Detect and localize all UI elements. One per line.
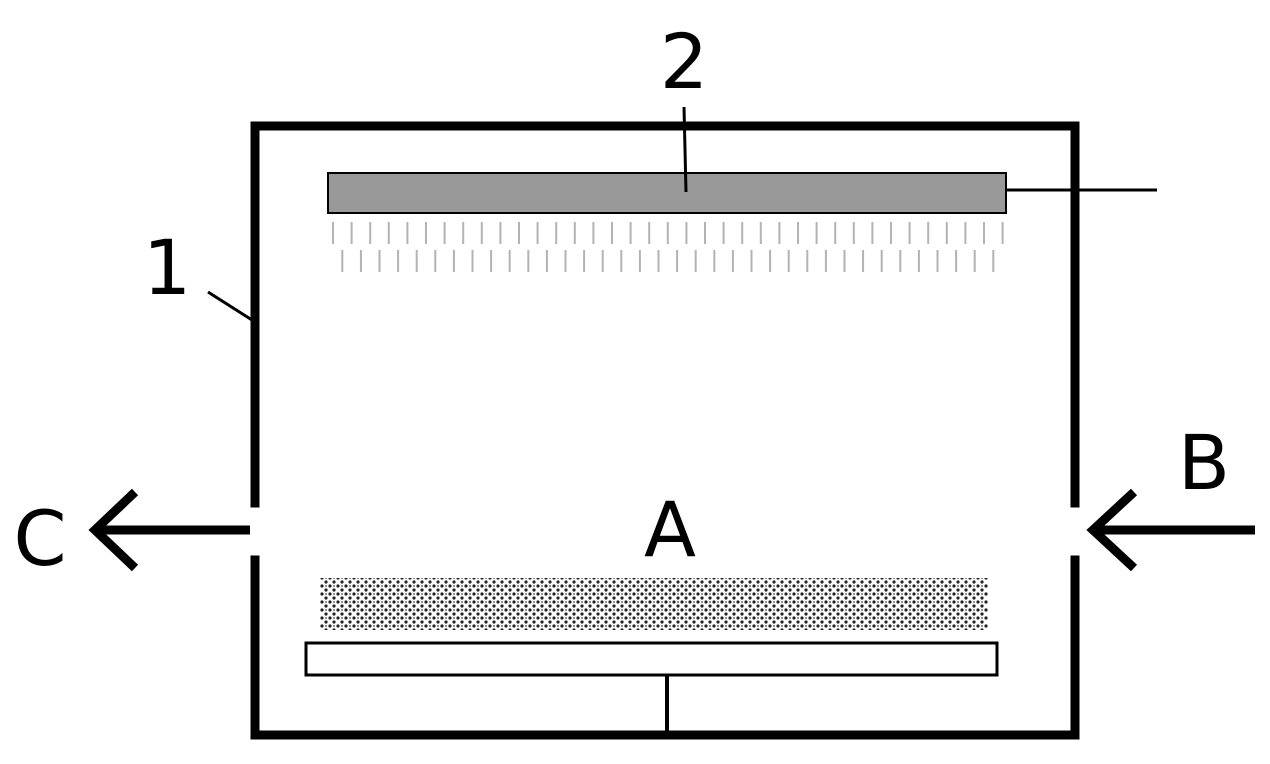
inlet-arrow bbox=[1086, 488, 1255, 572]
substrate-holder bbox=[304, 641, 999, 677]
top-electrode bbox=[327, 172, 1007, 214]
label-inlet: B bbox=[1178, 418, 1230, 507]
label-chamber: 1 bbox=[143, 223, 191, 312]
outlet-arrow bbox=[88, 488, 250, 572]
label-electrode: 2 bbox=[660, 17, 708, 106]
spray-pattern bbox=[332, 222, 1004, 272]
leader-line-chamber bbox=[207, 290, 253, 322]
leader-line-electrode bbox=[682, 106, 688, 193]
label-outlet: C bbox=[13, 494, 66, 583]
deposited-film bbox=[320, 578, 988, 630]
label-substrate: A bbox=[644, 485, 696, 574]
